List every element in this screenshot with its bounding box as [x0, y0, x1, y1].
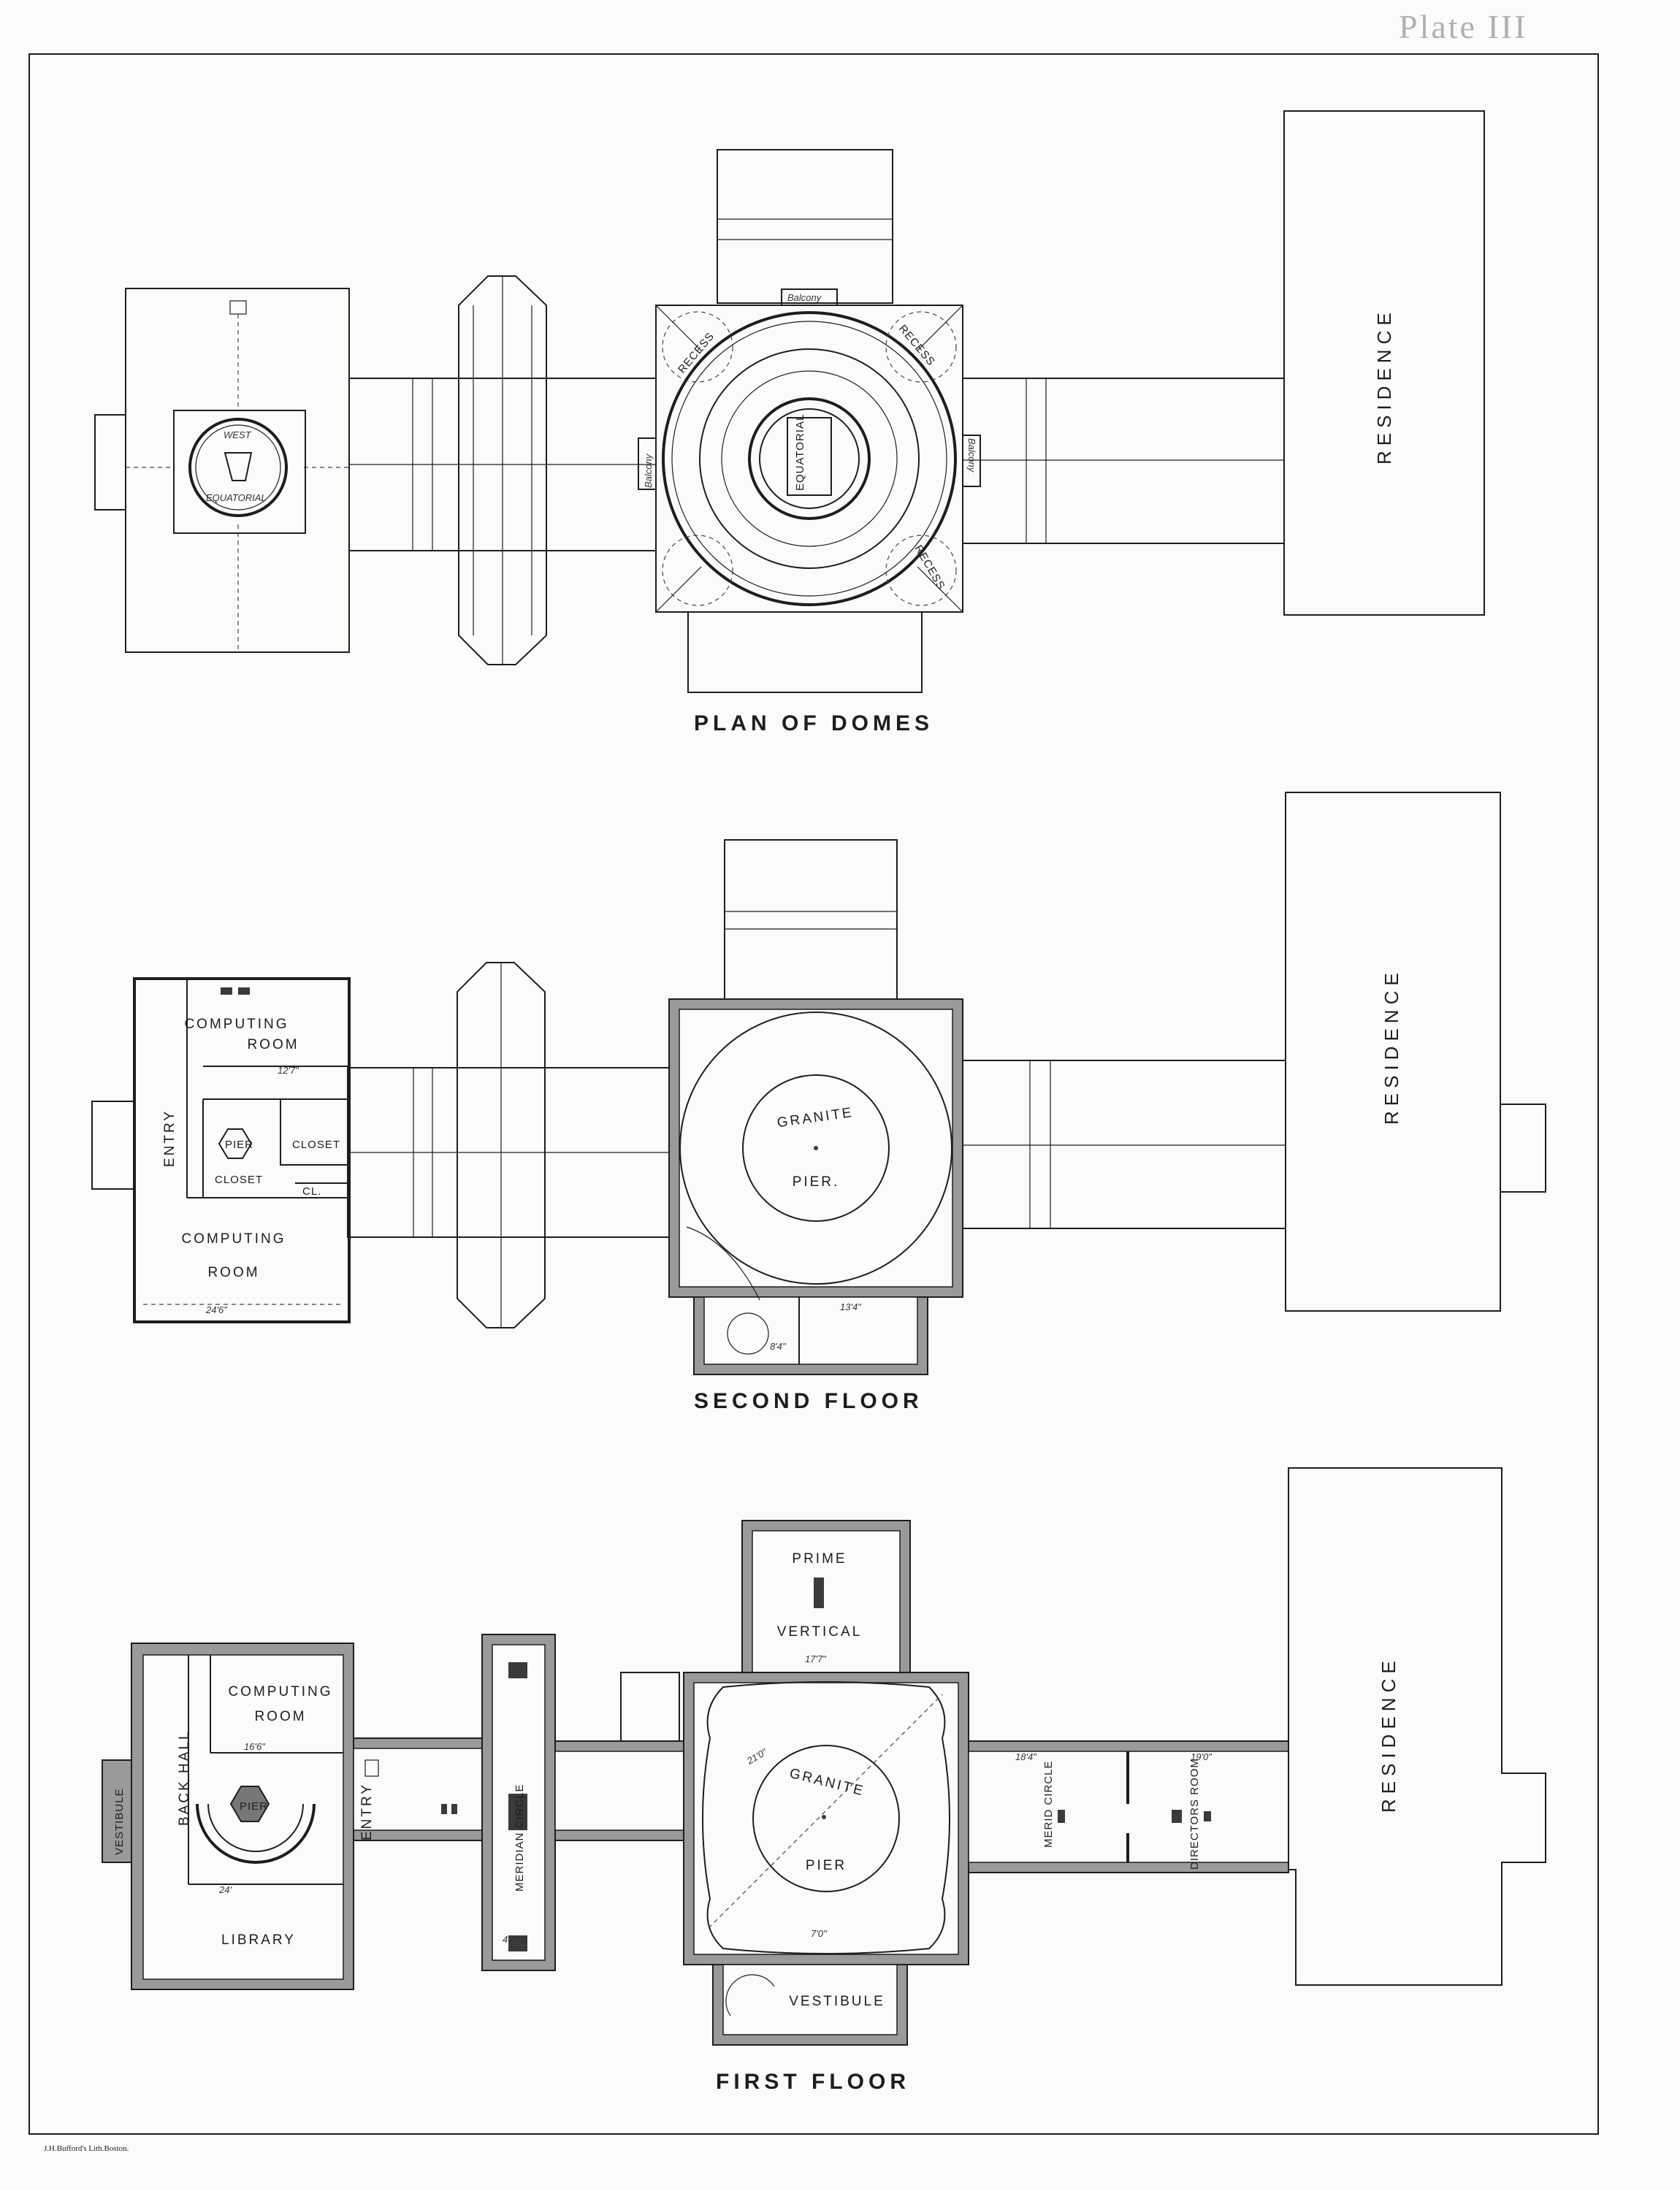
first-dim-6: 18'4" [1015, 1751, 1037, 1762]
second-north-wing [724, 839, 898, 1000]
plan-of-domes-title: PLAN OF DOMES [694, 711, 933, 735]
recess-label-nw: RECESS [676, 330, 717, 376]
first-entry-label: ENTRY [359, 1783, 375, 1840]
equatorial-label: EQUATORIAL [794, 414, 806, 491]
second-floor-plan: COMPUTING ROOM 12'7" ENTRY PIER CLOSET C… [91, 792, 1546, 1413]
second-closet-label: CLOSET [215, 1174, 263, 1186]
meridian-circle-label: MERIDIAN CIRCLE [513, 1783, 526, 1892]
balcony-label-north: Balcony [787, 292, 822, 303]
computing-room-bottom-1: COMPUTING [181, 1231, 286, 1247]
first-dim-5: 19'0" [1191, 1751, 1213, 1762]
second-pier-label: PIER [225, 1139, 253, 1151]
second-closet-right-label: CLOSET [292, 1139, 340, 1151]
first-dim-8: 7'0" [811, 1928, 828, 1939]
west-porch [94, 414, 126, 511]
main-dome-ring [662, 311, 957, 606]
residence-label-second: RESIDENCE [1381, 968, 1402, 1125]
first-computing-label-1: COMPUTING [228, 1684, 332, 1699]
first-dim-7: 4'0" [503, 1934, 519, 1945]
recess-label-se: RECESS [912, 543, 948, 592]
first-vestibule-left-label: VESTIBULE [113, 1788, 126, 1855]
second-floor-title: SECOND FLOOR [694, 1389, 923, 1413]
south-wing [687, 611, 923, 693]
plate-number: Plate III [1399, 8, 1527, 45]
first-pier-label: PIER [240, 1800, 268, 1813]
lithographer-credit: J.H.Bufford's Lith.Boston. [44, 2144, 129, 2153]
residence-second [1285, 792, 1501, 1312]
prime-vertical-label-2: VERTICAL [777, 1624, 863, 1640]
equatorial-mount [787, 417, 832, 496]
plan-of-domes: WEST EQUATORIAL EQUATORIAL RECESS RECESS… [94, 110, 1485, 735]
west-dome-building [125, 288, 350, 653]
meridian-room-roof [458, 275, 547, 665]
second-dim-1: 12'7" [278, 1065, 299, 1076]
second-east-corridor [962, 1060, 1286, 1229]
first-granite-label-2: PIER [806, 1858, 847, 1873]
first-dome-outline [702, 1681, 950, 1954]
plate-border [28, 53, 1599, 2135]
back-hall-label: BACK HALL [177, 1729, 192, 1826]
library-label: LIBRARY [221, 1932, 296, 1948]
second-entry-label: ENTRY [162, 1109, 177, 1167]
second-meridian-roof [457, 962, 546, 1328]
first-granite-pier [752, 1745, 900, 1892]
second-dome-circle [679, 1012, 952, 1285]
first-floor-title: FIRST FLOOR [716, 2070, 910, 2094]
first-floor-plan: PRIME VERTICAL 17'7" PIER COMPUTING ROOM… [102, 1467, 1546, 2094]
second-dim-5: 8'4" [770, 1341, 787, 1352]
residence-domes [1283, 110, 1485, 616]
residence-label-domes: RESIDENCE [1373, 307, 1395, 464]
first-vestibule-bottom-label: VESTIBULE [789, 1994, 885, 2009]
second-pier [218, 1128, 253, 1159]
prime-vertical-label-1: PRIME [792, 1551, 847, 1567]
first-pier [229, 1786, 270, 1822]
second-dim-2: 24'6" [205, 1304, 228, 1315]
second-granite-pier [742, 1074, 890, 1222]
west-dome-ring [188, 418, 288, 517]
residence-first [1288, 1467, 1546, 1986]
computing-room-top-2: ROOM [247, 1037, 299, 1052]
second-granite-label-2: PIER. [793, 1174, 840, 1190]
second-dim-3: 13'4" [840, 1301, 862, 1312]
first-computing-label-2: ROOM [254, 1709, 306, 1724]
directors-room-label: DIRECTORS ROOM [1188, 1758, 1201, 1870]
west-telescope [224, 452, 253, 481]
east-corridor [962, 378, 1285, 544]
west-dome-base [173, 410, 306, 534]
computing-room-top-1: COMPUTING [184, 1017, 289, 1032]
west-equatorial-label-1: WEST [224, 429, 252, 440]
second-cl-label: CL. [302, 1185, 321, 1198]
balcony-label-east: Balcony [966, 438, 977, 473]
residence-label-first: RESIDENCE [1378, 1656, 1400, 1813]
north-wing [717, 149, 893, 304]
balcony-label-west: Balcony [643, 453, 654, 488]
west-equatorial-label-2: EQUATORIAL [206, 492, 267, 503]
first-dim-4: 17'7" [805, 1653, 827, 1664]
computing-room-bottom-2: ROOM [207, 1265, 259, 1280]
first-dim-2: 24' [218, 1884, 232, 1895]
first-dim-1: 16'6" [244, 1741, 266, 1752]
merid-circle-label: MERID CIRCLE [1042, 1760, 1055, 1848]
